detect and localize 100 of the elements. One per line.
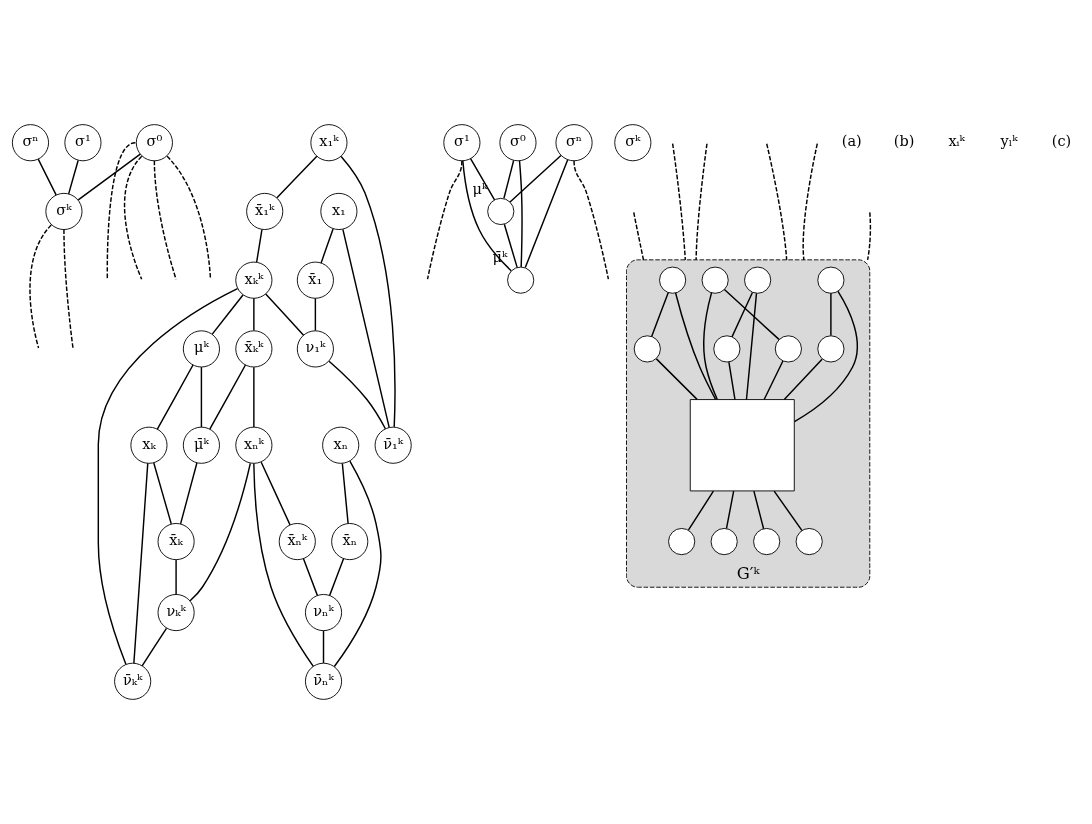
node-circle: ν̄ₙᵏ — [304, 662, 343, 700]
node-circle: xₖ — [130, 426, 168, 464]
node-circle — [487, 197, 515, 225]
node-circle: xₙ — [322, 426, 360, 464]
connector — [63, 228, 74, 349]
label: (c) — [1051, 133, 1072, 150]
node-circle — [753, 528, 781, 556]
connector — [153, 160, 177, 280]
connector — [253, 297, 255, 332]
connector — [200, 366, 203, 428]
connector — [341, 462, 349, 525]
connector — [253, 462, 314, 668]
connector — [573, 160, 610, 280]
node-circle — [633, 335, 661, 363]
connector — [156, 364, 194, 430]
node-circle — [774, 335, 802, 363]
connector — [509, 154, 562, 203]
node-circle: νₖᵏ — [157, 594, 195, 632]
connector — [655, 358, 698, 401]
node-circle: x̄ₖᵏ — [235, 330, 273, 368]
connector — [723, 288, 780, 341]
connector — [426, 160, 463, 280]
connector — [703, 292, 718, 401]
node-circle: x̄₁ᵏ — [246, 192, 284, 230]
node-circle: μ̄ᵏ — [182, 426, 220, 464]
node-circle: ν̄ₖᵏ — [114, 662, 152, 700]
connector — [671, 142, 687, 261]
connector — [470, 158, 496, 201]
connector — [695, 143, 708, 261]
connector — [524, 159, 569, 269]
node-circle — [817, 266, 845, 294]
node-circle: xₙᵏ — [235, 426, 273, 464]
cluster: G′ᵏ — [626, 259, 871, 588]
node-circle: σ⁰ — [135, 124, 173, 162]
node-label: μᵏ — [472, 180, 488, 197]
connector — [328, 558, 345, 597]
connector — [189, 462, 252, 602]
connector — [211, 294, 244, 335]
node-circle: σᵏ — [45, 192, 83, 230]
node-circle — [795, 528, 823, 556]
connector — [753, 490, 765, 530]
connector — [175, 559, 177, 596]
connector — [766, 143, 788, 261]
connector — [633, 211, 645, 261]
connector — [503, 223, 518, 269]
node-circle: σ¹ — [64, 124, 102, 162]
connector — [314, 297, 317, 332]
connector — [783, 358, 823, 401]
connector — [725, 490, 735, 530]
node-circle: xₖᵏ — [235, 261, 273, 299]
connector — [179, 462, 198, 525]
node-circle: ν₁ᵏ — [296, 330, 334, 368]
connector — [650, 292, 669, 338]
connector — [153, 462, 172, 525]
node-circle — [701, 266, 729, 294]
node-circle — [668, 528, 696, 556]
connector — [320, 228, 334, 264]
connector — [342, 228, 390, 429]
connector — [133, 462, 149, 664]
node-circle: ν̄₁ᵏ — [374, 426, 412, 464]
connector — [141, 627, 168, 667]
label: (b) — [893, 133, 915, 150]
node-circle — [817, 335, 845, 363]
node-circle: x̄₁ — [296, 261, 334, 299]
node-circle — [710, 528, 738, 556]
node-circle: σⁿ — [11, 124, 49, 162]
connector — [255, 228, 263, 263]
connector — [503, 159, 515, 200]
connector — [322, 629, 325, 664]
connector — [340, 155, 396, 428]
node-circle — [713, 335, 741, 363]
node-circle: σⁿ — [555, 124, 593, 162]
connector — [253, 366, 255, 428]
node-circle: σ¹ — [443, 124, 481, 162]
connector — [674, 292, 717, 400]
connector — [209, 364, 247, 430]
connector — [745, 292, 758, 401]
connector — [276, 155, 318, 199]
connector — [166, 155, 212, 280]
node-circle: x̄ₙᵏ — [278, 523, 316, 561]
connector — [866, 211, 872, 261]
connector — [830, 292, 832, 337]
connector — [763, 360, 784, 400]
connector — [29, 224, 52, 349]
label: yₗᵏ — [1000, 133, 1018, 150]
connector — [802, 143, 819, 261]
connector — [77, 153, 141, 201]
label: xᵢᵏ — [948, 133, 965, 150]
node-circle — [659, 266, 687, 294]
connector — [731, 291, 754, 338]
connector — [333, 460, 382, 668]
connector — [123, 155, 143, 280]
connector — [260, 461, 291, 526]
node-circle: x₁ — [320, 192, 358, 230]
connector — [728, 361, 736, 401]
node-circle: x̄ₙ — [331, 523, 369, 561]
connector — [302, 558, 319, 597]
node-circle: μᵏ — [182, 330, 220, 368]
node-circle: νₙᵏ — [304, 594, 343, 632]
connector — [518, 160, 523, 268]
